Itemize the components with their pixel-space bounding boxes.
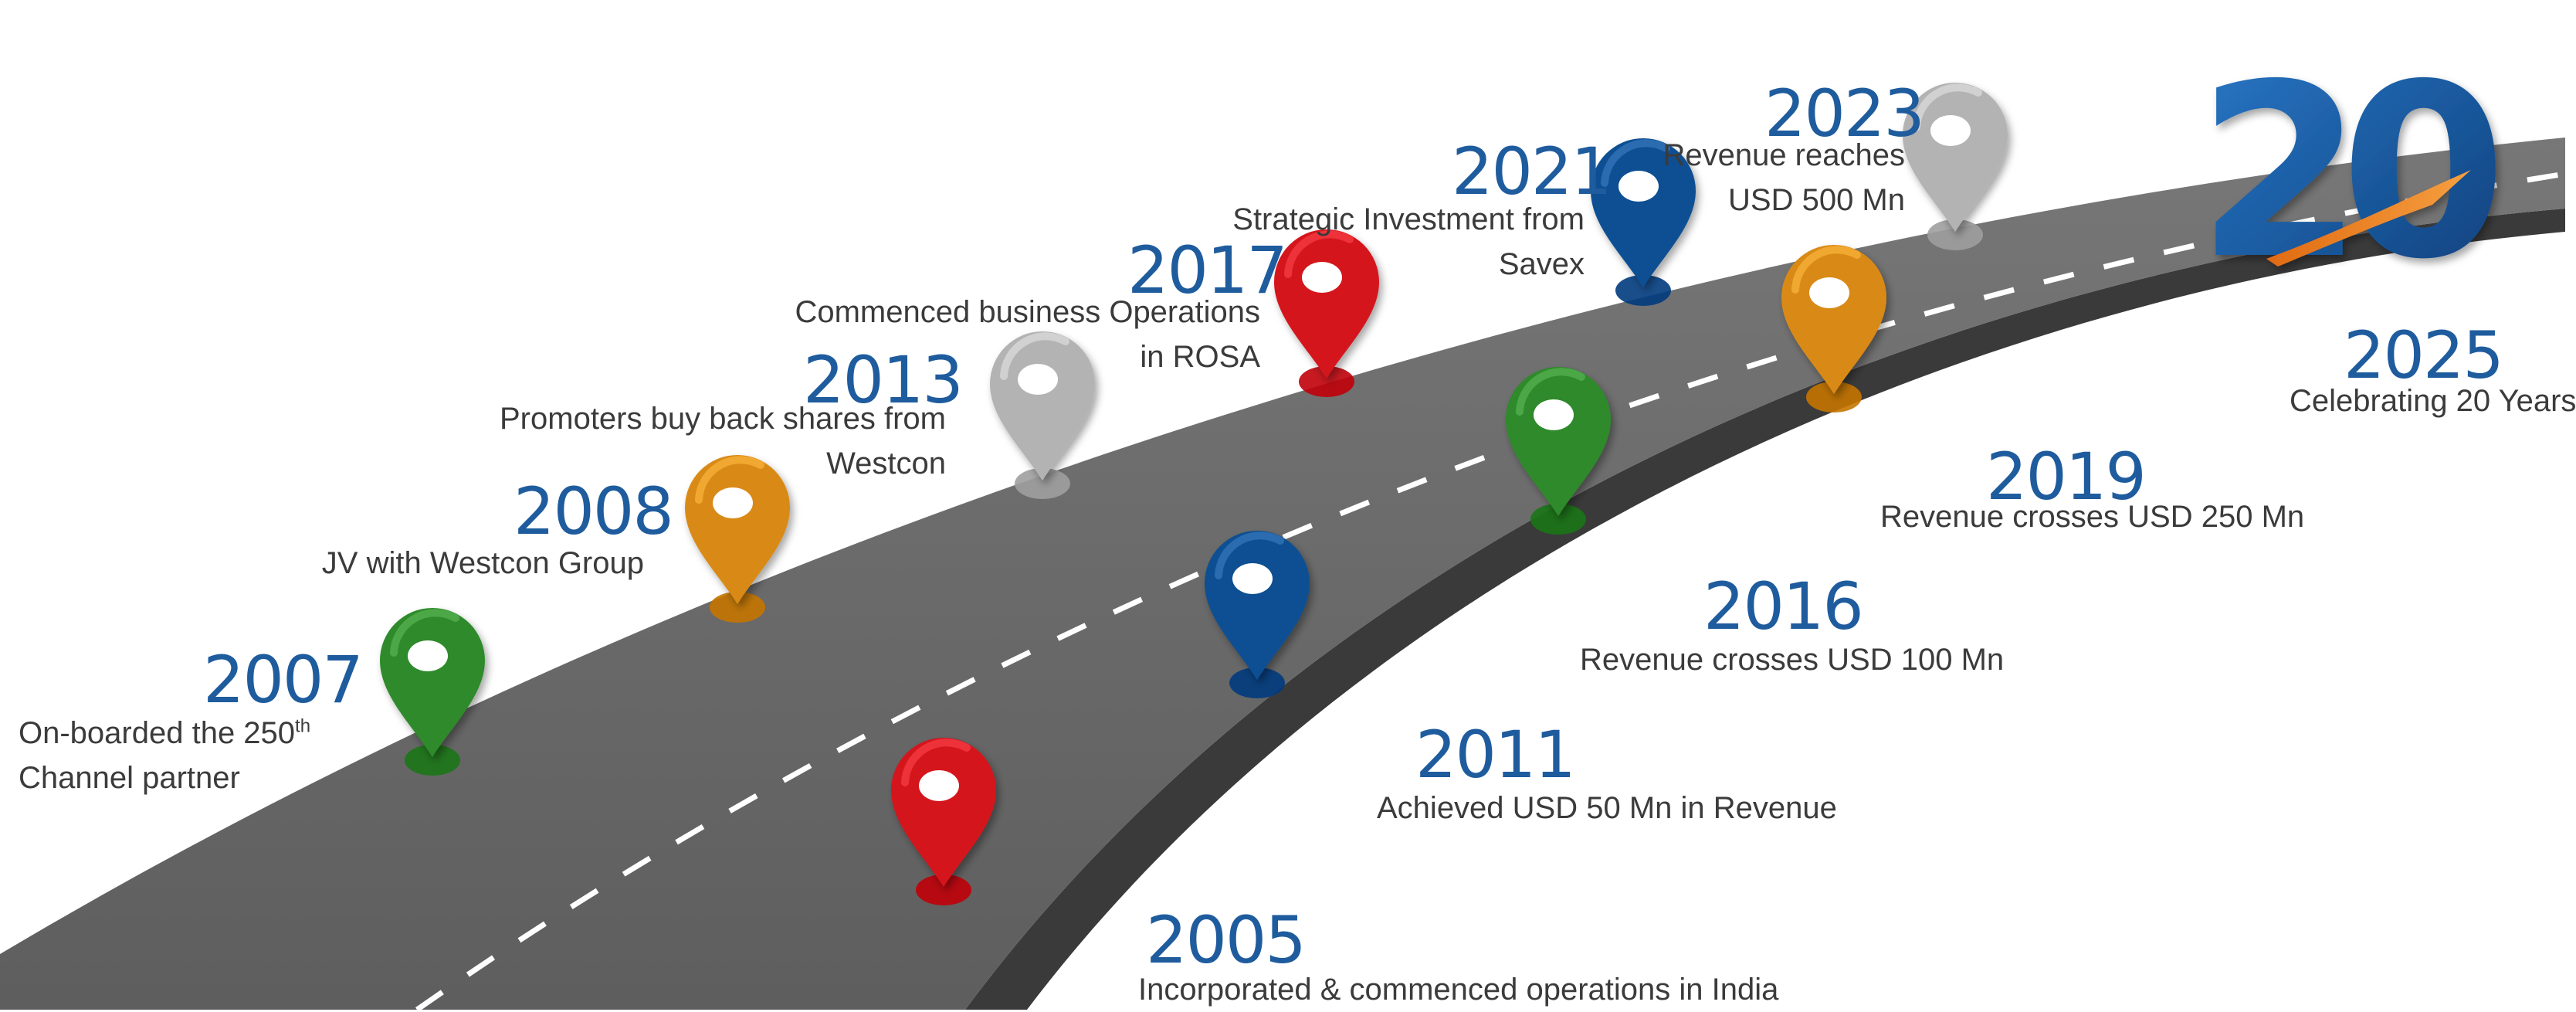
milestone-description: Achieved USD 50 Mn in Revenue [1377,786,1837,830]
description-line: Revenue reaches [1663,138,1905,172]
superscript: th [295,715,311,737]
milestone-description: Revenue reaches USD 500 Mn [1663,133,1905,222]
pin-body [1781,245,1886,394]
description-line: Revenue crosses USD 100 Mn [1580,643,2005,677]
map-pin-icon [891,738,996,905]
pin-base [710,592,765,623]
year-label: 2013 [803,342,964,418]
pin-hole [713,487,753,518]
pin-base [1615,275,1671,306]
pin-hole [1930,115,1971,146]
description-line: Strategic Investment from [1232,202,1585,236]
logo-text: 20 [2197,33,2497,312]
pin-body [990,331,1095,481]
map-pin-icon [1274,229,1379,397]
pin-base [1299,366,1354,397]
pin-highlight [901,739,971,786]
milestone-description: JV with Westcon Group [322,541,644,586]
year-label: 2021 [1452,134,1612,209]
milestone-description: Strategic Investment from Savex [1232,197,1585,287]
milestone-description: Revenue crosses USD 100 Mn [1580,637,2004,682]
year-label: 2011 [1415,717,1576,793]
pin-hole [1232,563,1273,594]
pin-body [685,455,790,604]
pin-base [1015,468,1070,499]
milestone-description: On-boarded the 250th Channel partner [19,711,310,800]
map-pin-icon [1205,531,1310,698]
year-label: 2017 [1127,233,1288,308]
description-line: in ROSA [1140,340,1260,374]
description-line: USD 500 Mn [1728,183,1905,217]
pin-highlight [1000,332,1069,380]
description-line: Incorporated & commenced operations in I… [1138,973,1779,1007]
logo-swoosh [2266,170,2471,267]
pin-highlight [390,609,459,657]
pin-hole [1809,277,1849,308]
description-line: Achieved USD 50 Mn in Revenue [1377,791,1837,825]
pin-hole [1618,171,1659,202]
pin-hole [919,770,959,801]
year-label: 2019 [1986,439,2147,514]
pin-hole [1302,262,1342,293]
description-line: On-boarded the 250 [19,716,296,750]
pin-highlight [1215,531,1284,579]
pin-highlight [1791,246,1861,294]
pin-base [1806,382,1862,413]
description-line: Savex [1498,247,1585,281]
pin-hole [1018,364,1058,395]
description-line: Promoters buy back shares from [500,402,946,436]
description-line: Celebrating 20 Years [2290,384,2576,418]
map-pin-icon [380,608,485,776]
year-label: 2007 [203,642,364,718]
pin-body [1274,229,1379,379]
map-pin-icon [1591,138,1696,306]
pin-body [380,608,485,757]
pin-highlight [1913,83,1982,131]
pin-base [916,874,971,905]
milestone-description: Incorporated & commenced operations in I… [1138,967,1778,1012]
map-pin-icon [1506,367,1611,535]
milestone-description: Celebrating 20 Years [2290,379,2576,423]
pin-body [1903,83,2008,232]
year-label: 2025 [2344,318,2504,393]
map-pin-icon [685,455,790,623]
pin-highlight [1284,230,1354,278]
pin-highlight [1516,368,1585,416]
milestone-description: Commenced business Operations in ROSA [795,290,1260,379]
map-pin-icon [990,331,1095,499]
pin-body [1591,138,1696,287]
year-label: 2016 [1703,569,1864,644]
pin-hole [1534,399,1574,430]
description-line: Channel partner [19,761,240,795]
description-line: Revenue crosses USD 250 Mn [1880,500,2305,534]
pin-highlight [1601,139,1670,187]
pin-highlight [695,456,764,504]
description-line: JV with Westcon Group [321,546,644,580]
map-pin-icon [1781,245,1886,413]
map-pin-icon [1903,83,2008,250]
description-line: Commenced business Operations [795,295,1260,329]
milestone-description: Revenue crosses USD 250 Mn [1880,494,2304,539]
pin-base [1229,667,1285,698]
pin-base [405,745,460,776]
description-line: Westcon [826,447,946,481]
pin-hole [408,640,448,671]
twenty-years-logo: 20 [2197,33,2520,312]
year-label: 2023 [1764,76,1925,151]
milestone-description: Promoters buy back shares from Westcon [500,396,946,486]
pin-base [1927,219,1983,250]
pin-body [1205,531,1310,680]
pin-body [1506,367,1611,516]
pin-body [891,738,996,887]
year-label: 2008 [514,474,674,549]
pin-base [1530,504,1586,535]
year-label: 2005 [1146,902,1307,978]
location-pins [380,83,2008,905]
